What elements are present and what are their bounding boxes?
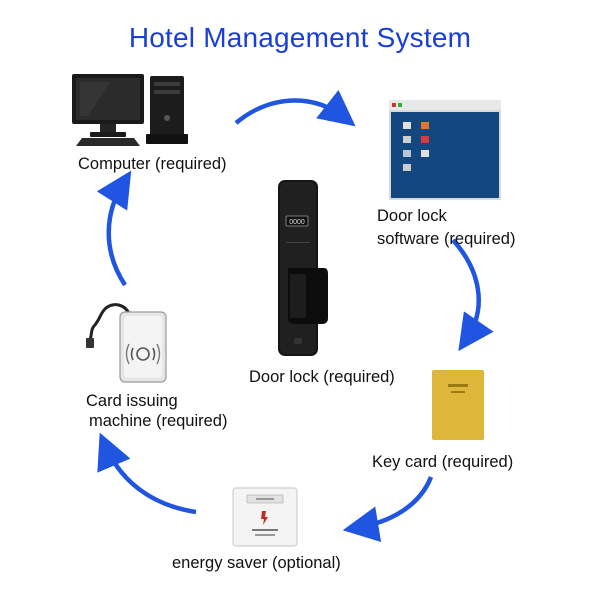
page-title: Hotel Management System [128,22,472,53]
key-card-icon [432,370,484,440]
arrow-energysaver-to-cardissuer [97,432,197,515]
arrow-keycard-to-energysaver [342,476,434,543]
card-issuing-machine-icon [86,303,167,383]
card-issuer-label-line1: Card issuing [86,392,178,410]
key-card-label: Key card (required) [372,453,514,471]
arrow-cardissuer-to-computer [96,170,132,287]
arrow-computer-to-software [234,89,356,127]
door-lock-badge: 0000 [289,219,305,226]
software-screen-icon [389,100,501,200]
software-label-line2: software (required) [377,230,516,248]
desktop-computer-icon [72,74,188,146]
energy-saver-switch-icon [232,487,298,547]
card-issuer-label-line2: machine (required) [89,412,228,430]
energy-saver-label: energy saver (optional) [172,554,341,572]
computer-label: Computer (required) [78,155,227,173]
door-lock-label: Door lock (required) [249,368,395,386]
software-label-line1: Door lock [377,207,447,225]
arrow-software-to-keycard [451,238,494,352]
door-lock-icon: 0000 [278,180,328,356]
